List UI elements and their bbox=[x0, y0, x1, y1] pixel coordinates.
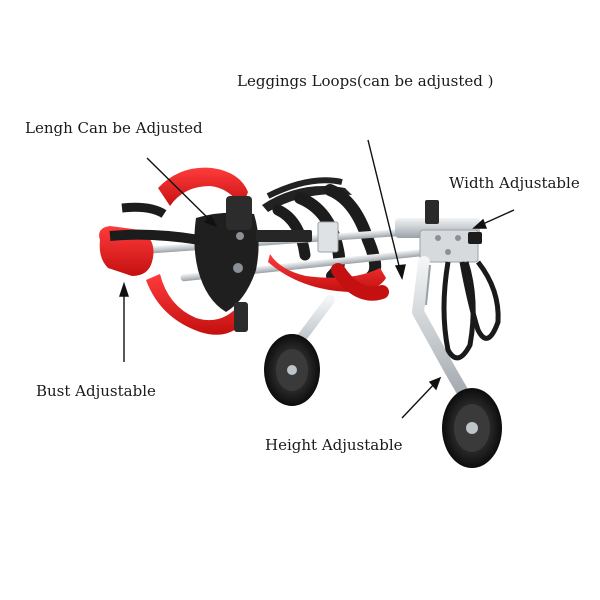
leggings-loops-label: Leggings Loops(can be adjusted ) bbox=[237, 72, 494, 90]
pointer-leggings bbox=[367, 139, 403, 279]
height-adjust-label: Height Adjustable bbox=[265, 436, 403, 454]
chest-strap-assembly bbox=[109, 196, 312, 332]
width-adjust-label: Width Adjustable bbox=[449, 174, 580, 192]
length-adjust-label: Lengh Can be Adjusted bbox=[25, 119, 203, 137]
rear-wheel-left bbox=[264, 334, 320, 406]
callout-pointers bbox=[119, 139, 515, 419]
leggings-loop-cords bbox=[441, 260, 501, 361]
pointer-height bbox=[401, 379, 439, 419]
rear-wheel-right bbox=[442, 388, 502, 468]
pointer-length bbox=[146, 157, 217, 227]
bust-adjust-label: Bust Adjustable bbox=[36, 382, 156, 400]
